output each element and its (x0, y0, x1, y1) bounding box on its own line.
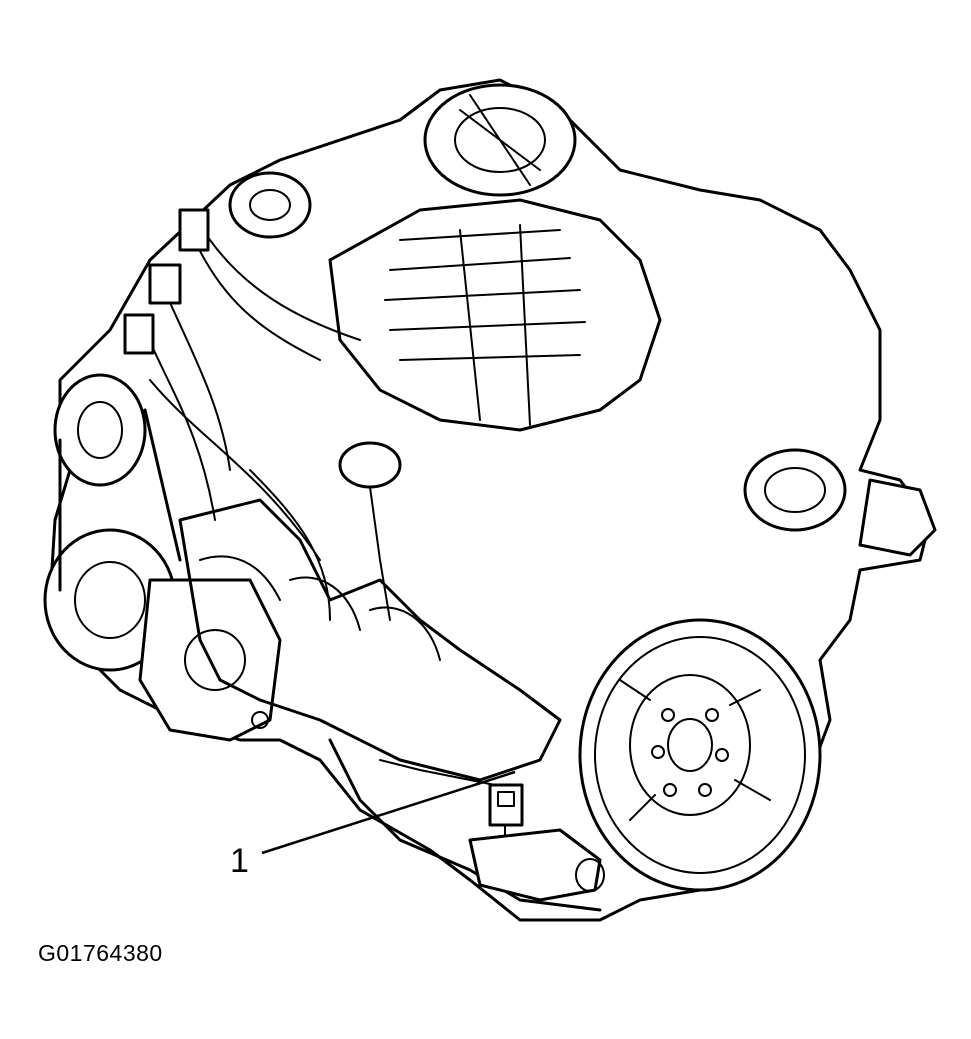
intake-manifold (328, 198, 662, 432)
flywheel (578, 618, 822, 892)
alternator (423, 83, 577, 197)
upper-left-pulley (228, 171, 312, 239)
crankshaft-position-sensor (488, 783, 524, 851)
throttle-body (743, 448, 937, 557)
callout-1: 1 (230, 770, 516, 880)
belt-drive (43, 373, 182, 672)
callout-number: 1 (230, 842, 249, 880)
figure-code: G01764380 (38, 940, 163, 966)
starter-motor (468, 828, 605, 902)
oil-filler-cap (338, 441, 402, 621)
exhaust-manifold (178, 498, 562, 782)
callout-leader-line (261, 770, 516, 855)
